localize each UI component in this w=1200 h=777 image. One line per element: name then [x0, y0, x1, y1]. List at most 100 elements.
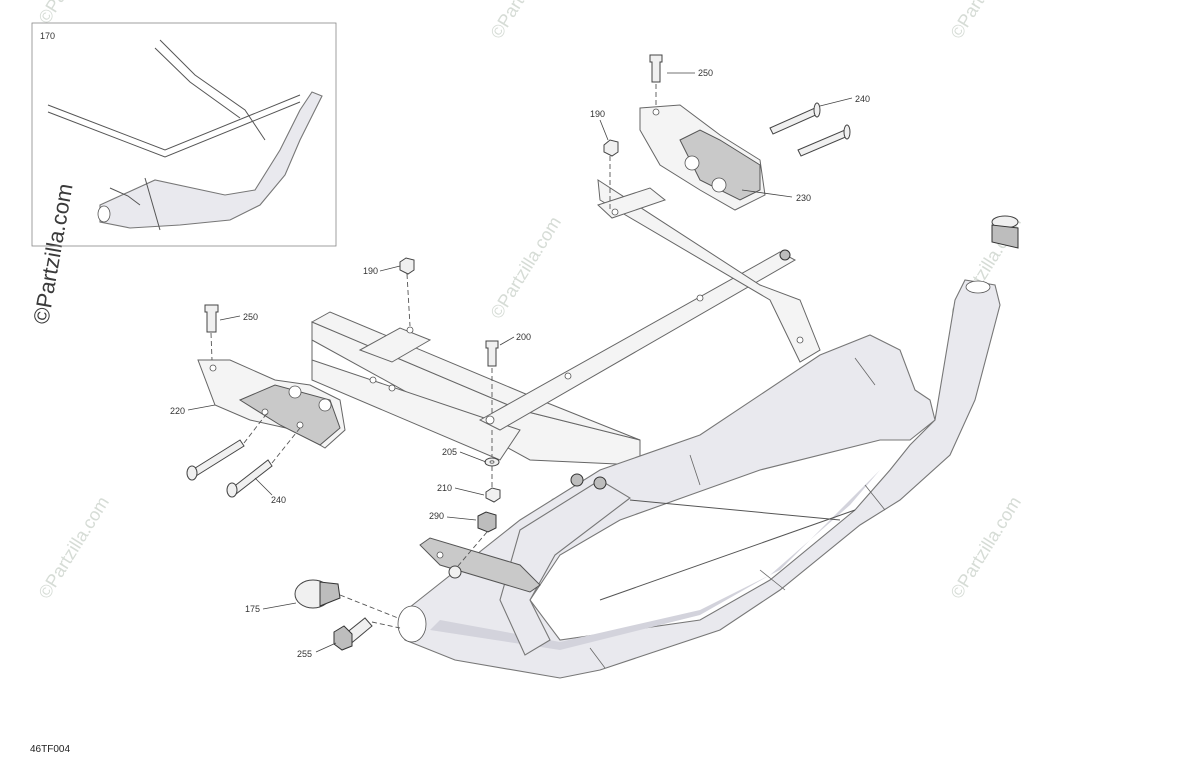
washer-205-hole [489, 460, 495, 464]
inset-bumper [99, 91, 323, 229]
strap-hole [564, 372, 572, 380]
pin-240-top-a-head [813, 102, 821, 118]
callout-255: 255 [297, 649, 312, 659]
leader-250-left [219, 315, 241, 321]
bolt-250-top [649, 54, 663, 83]
inset-label: 170 [40, 31, 55, 41]
beam-tab-left [358, 327, 432, 363]
leader-190-mid [379, 265, 401, 272]
inset-rail [159, 39, 266, 141]
main-beam-side [311, 340, 521, 461]
inset-crossbar [47, 94, 301, 151]
callout-230: 230 [796, 193, 811, 203]
lower-bracket-nut [448, 565, 462, 579]
inset-tube-end [97, 205, 111, 223]
callout-240-left: 240 [271, 495, 286, 505]
bolt-240-left-a-head [186, 465, 198, 481]
leader-175 [262, 602, 297, 610]
leader-210 [454, 487, 485, 496]
callout-290: 290 [429, 511, 444, 521]
bolt-240-left-a [191, 439, 245, 477]
beam-hole [369, 376, 377, 384]
bumper-lower-bar [599, 509, 856, 601]
tube-seam [759, 569, 786, 591]
strap-hole [696, 294, 704, 302]
callout-240-top: 240 [855, 94, 870, 104]
dash-line [406, 273, 411, 327]
bumper-upright [499, 479, 631, 656]
bracket-230 [639, 104, 766, 211]
watermark-text: ©Partzilla.com [486, 0, 565, 42]
strap-hole [485, 415, 495, 425]
inset-frame [31, 22, 337, 247]
callout-205: 205 [442, 447, 457, 457]
plug-top-body [991, 224, 1019, 249]
watermark-text: ©Partzilla.com [34, 493, 113, 602]
bracket-220 [197, 359, 346, 449]
bracket-230-hole [684, 155, 700, 171]
diagonal-strap [478, 249, 797, 431]
dash-line [210, 332, 213, 361]
bolt-240-left-b-head [226, 482, 238, 498]
lower-bracket-plate [419, 537, 541, 593]
leader-190-top [599, 119, 609, 141]
bracket-220-hole [296, 421, 304, 429]
rail-hole [611, 208, 619, 216]
lower-bracket-hole [436, 551, 444, 559]
callout-200: 200 [516, 332, 531, 342]
bracket-220-hole [261, 408, 269, 416]
callout-250-left: 250 [243, 312, 258, 322]
leader-290 [446, 516, 477, 521]
pin-240-top-b-head [843, 124, 851, 140]
inset-assembly: 170 [31, 22, 337, 247]
dash-line [371, 621, 401, 629]
bracket-230-face [679, 129, 761, 201]
bolt-200 [485, 340, 499, 367]
leader-255 [315, 642, 337, 653]
bumper-nut [593, 476, 607, 490]
bracket-230-hole [711, 177, 727, 193]
bracket-220-face [238, 384, 341, 446]
assembly-lines [210, 84, 657, 629]
tube-end-open [397, 605, 427, 643]
leader-240-top [819, 97, 853, 107]
lower-bracket [419, 537, 541, 593]
watermark-text: ©Partzilla.com [946, 0, 1025, 42]
plug-175-body [319, 581, 341, 607]
tube-seam [589, 647, 606, 669]
bumper-shade [430, 470, 880, 650]
callout-210: 210 [437, 483, 452, 493]
bumper-tube [397, 279, 1001, 679]
tube-end-top [965, 280, 991, 294]
strap-bolt [779, 249, 791, 261]
leader-205 [459, 451, 487, 463]
nut-190-top [603, 139, 619, 157]
rear-rail [597, 179, 821, 363]
tube-seam [864, 484, 886, 511]
callout-labels: 250 240 190 230 190 250 200 220 205 210 … [170, 68, 870, 659]
leader-lines [187, 72, 853, 653]
dash-line [339, 594, 399, 619]
pin-240-top-b [797, 129, 849, 157]
callout-250-top: 250 [698, 68, 713, 78]
callout-190-mid: 190 [363, 266, 378, 276]
nut-290 [477, 511, 497, 533]
upper-rail [597, 179, 821, 363]
callout-175: 175 [245, 604, 260, 614]
beam-hole [406, 326, 414, 334]
dash-line [243, 411, 269, 444]
beam-hole [388, 384, 396, 392]
bumper-main-loop [399, 279, 1001, 679]
bumper-inner-bar [629, 499, 841, 521]
inset-crossbar-lower [47, 101, 301, 158]
tube-seam [689, 454, 701, 486]
bracket-220-bolt-hole [209, 364, 217, 372]
inset-bumper-upright [144, 177, 161, 231]
tube-seam [854, 357, 876, 386]
leader-220 [187, 404, 216, 411]
rail-hole [796, 336, 804, 344]
strap-bar [478, 251, 797, 431]
watermark-text: ©Partzilla.com [486, 213, 565, 322]
leader-230 [741, 189, 793, 198]
